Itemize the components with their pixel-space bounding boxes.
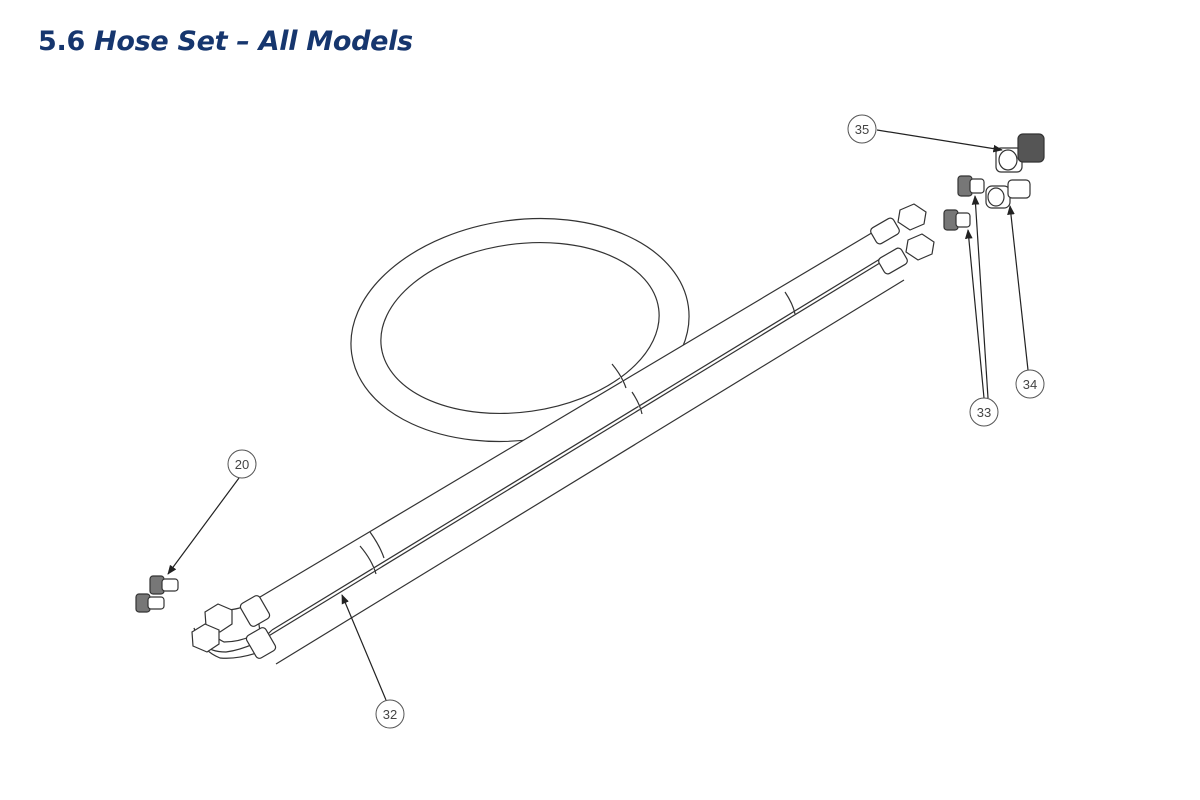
callout-32-label: 32 <box>383 707 397 722</box>
part-33-adapters <box>943 175 985 231</box>
page-title: 5.6 Hose Set – All Models <box>38 26 413 57</box>
callout-35: 35 <box>847 114 877 144</box>
part-34-coupler <box>985 179 1031 209</box>
callout-20-label: 20 <box>235 457 249 472</box>
callout-20: 20 <box>227 449 257 479</box>
leader-lines <box>167 129 1029 701</box>
elbow-fittings <box>191 595 277 659</box>
section-title: Hose Set – All Models <box>94 26 413 57</box>
callout-32: 32 <box>375 699 405 729</box>
callout-34: 34 <box>1015 369 1045 399</box>
part-20-adapters <box>135 575 179 613</box>
hose-a <box>254 227 899 631</box>
callout-33: 33 <box>969 397 999 427</box>
part-35-quick-coupler <box>995 133 1045 173</box>
section-number: 5.6 <box>38 26 85 57</box>
callout-35-label: 35 <box>855 122 869 137</box>
callout-34-label: 34 <box>1023 377 1037 392</box>
callout-33-label: 33 <box>977 405 991 420</box>
hose-end-fittings <box>870 203 935 275</box>
hose-b <box>261 257 905 665</box>
